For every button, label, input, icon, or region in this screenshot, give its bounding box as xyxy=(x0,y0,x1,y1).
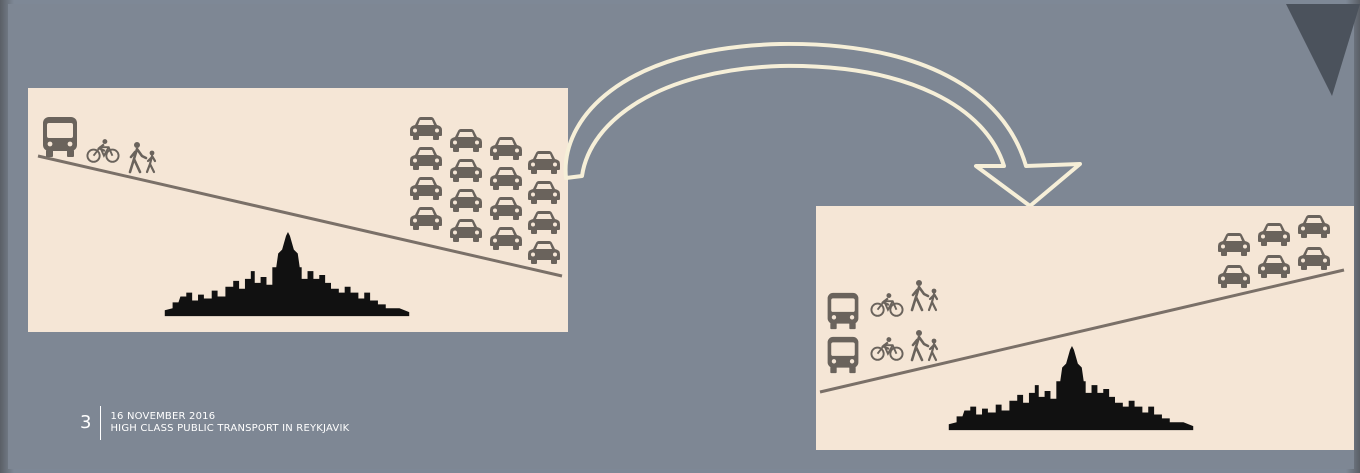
pedestrians-icon xyxy=(912,330,937,360)
footer-divider xyxy=(100,406,101,440)
car-icon xyxy=(450,129,482,152)
car-icon xyxy=(1258,223,1290,246)
bus-icon xyxy=(828,337,859,373)
car-icon xyxy=(450,159,482,182)
car-icon xyxy=(528,151,560,174)
car-icon xyxy=(1258,255,1290,278)
car-icon xyxy=(528,181,560,204)
page-number: 3 xyxy=(80,414,100,432)
car-icon xyxy=(410,177,442,200)
city-skyline-icon xyxy=(165,232,409,316)
diagram-panel-before xyxy=(28,88,568,332)
car-icon xyxy=(410,207,442,230)
bicycle-icon xyxy=(871,293,902,316)
car-icon xyxy=(528,241,560,264)
car-cluster xyxy=(410,117,560,264)
footer-title: HIGH CLASS PUBLIC TRANSPORT IN REYKJAVIK xyxy=(110,423,349,435)
car-icon xyxy=(410,147,442,170)
car-icon xyxy=(490,227,522,250)
car-icon xyxy=(450,189,482,212)
diagram-panel-after xyxy=(816,206,1354,450)
footer-text: 16 NOVEMBER 2016 HIGH CLASS PUBLIC TRANS… xyxy=(110,411,349,435)
car-icon xyxy=(490,137,522,160)
city-skyline-icon xyxy=(949,346,1193,430)
car-icon xyxy=(490,167,522,190)
car-icon xyxy=(1218,233,1250,256)
bicycle-icon xyxy=(87,139,118,162)
bicycle-icon xyxy=(871,337,902,360)
slide-footer: 3 16 NOVEMBER 2016 HIGH CLASS PUBLIC TRA… xyxy=(80,406,349,440)
car-icon xyxy=(528,211,560,234)
bus-icon xyxy=(43,117,77,157)
pedestrians-icon xyxy=(912,280,937,310)
footer-date: 16 NOVEMBER 2016 xyxy=(110,411,349,423)
car-icon xyxy=(410,117,442,140)
car-icon xyxy=(1298,215,1330,238)
bus-icon xyxy=(828,293,859,329)
car-icon xyxy=(1298,247,1330,270)
diagram-after-graphic xyxy=(816,206,1354,450)
car-icon xyxy=(490,197,522,220)
car-icon xyxy=(1218,265,1250,288)
diagram-before-graphic xyxy=(28,88,568,332)
pedestrians-icon xyxy=(130,142,155,172)
corner-triangle-decoration xyxy=(1286,4,1360,96)
balance-line xyxy=(38,156,562,276)
car-icon xyxy=(450,219,482,242)
